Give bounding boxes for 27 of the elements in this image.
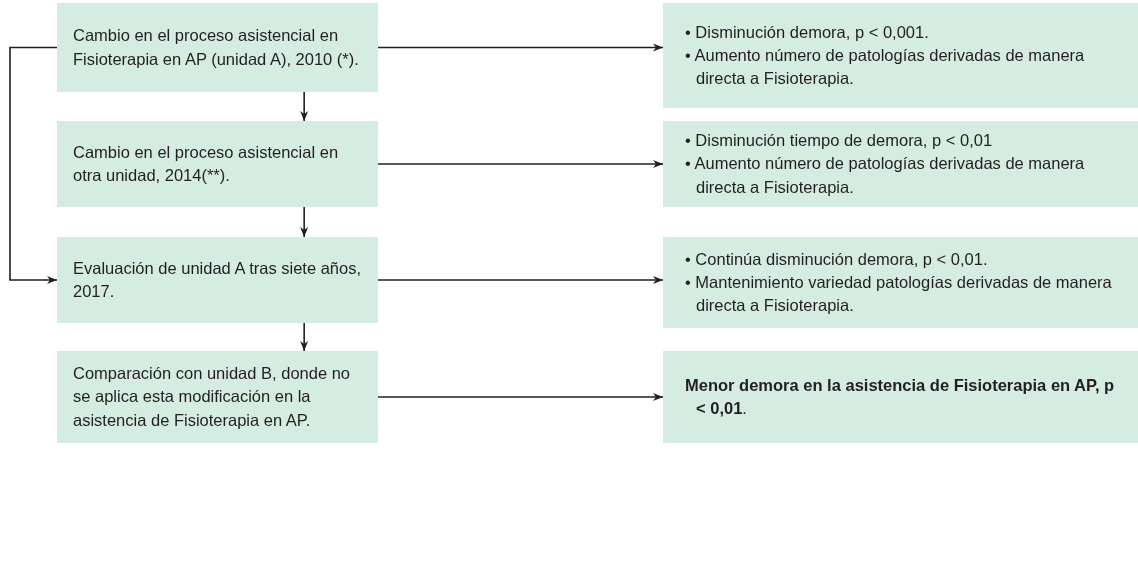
result-text: • Aumento número de patologías derivadas de manera directa a Fisioterapia. [685, 153, 1086, 198]
arrow [300, 206, 309, 238]
process-text: Cambio en el proceso asistencial en otra unidad, 2014(**). [73, 141, 340, 186]
arrow [377, 393, 664, 401]
result-text: • Continúa disminución demora, p < 0,01. [685, 248, 989, 270]
process-text: Comparación con unidad B, donde no se aplica esta modificación en la asistencia de Fisioterapia en AP. [73, 363, 352, 431]
process-text: Evaluación de unidad A tras siete años, 2017. [73, 257, 363, 302]
arrow [300, 322, 309, 352]
process-box [57, 121, 378, 207]
result-box [663, 121, 1138, 207]
arrow [377, 160, 664, 168]
result-text: • Aumento número de patologías derivadas de manera directa a Fisioterapia. [685, 44, 1086, 90]
result-box [663, 351, 1138, 443]
result-text: • Disminución tiempo de demora, p < 0,01 [685, 130, 994, 152]
process-box [57, 237, 378, 323]
arrow [300, 91, 309, 122]
result-text: Menor demora en la asistencia de Fisioterapia en AP, p < 0,01. [685, 374, 1116, 419]
process-box [57, 3, 378, 92]
arrow [377, 276, 664, 284]
arrow [9, 46, 58, 284]
result-text: • Disminución demora, p < 0,001. [685, 21, 930, 43]
result-text: • Mantenimiento variedad patologías derivadas de manera directa a Fisioterapia. [685, 271, 1113, 317]
result-box [663, 3, 1138, 108]
result-box [663, 237, 1138, 328]
process-box [57, 351, 378, 443]
arrow [377, 43, 664, 52]
process-text: Cambio en el proceso asistencial en Fisioterapia en AP (unidad A), 2010 (*). [73, 25, 360, 70]
